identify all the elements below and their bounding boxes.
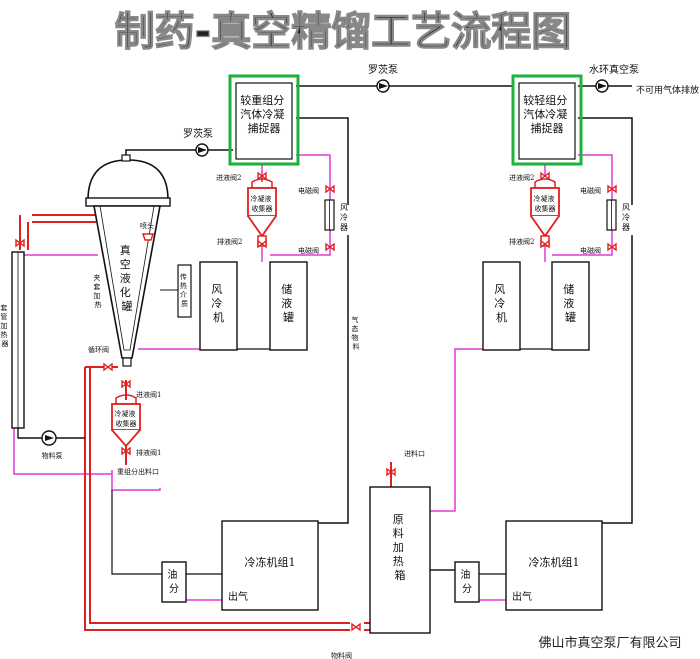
diagram-title: 制药-真空精馏工艺流程图 [115,9,572,55]
nozzle-icon [142,233,154,241]
pump-top-right-label: 水环真空泵 [589,63,639,76]
magenta-pipes [13,154,613,601]
right-condensate-collector [530,178,560,247]
roots-pump-top-icon [376,79,390,93]
pump-top-mid-label: 罗茨泵 [368,63,398,76]
exhaust-label: 不可用气体排放 [636,84,699,96]
fan-cooler-left-label: 风 冷 机 [211,283,226,324]
right-in-valve-icon [540,171,550,181]
fan-cooler-right [482,261,521,351]
heavy-condenser-label: 较重组分 汽体冷凝 捕捉器 [240,93,288,135]
nozzle-label: 喷头 [140,221,154,230]
left-solenoid-top-icon [325,184,335,194]
storage-tank-left [269,261,308,351]
material-valve-label: 物料阀 [331,651,352,659]
oil-separator-right [454,561,480,603]
heavy-condenser-box [235,82,293,160]
gas-material-label: 气 态 物 料 [351,315,360,351]
right-solenoid-top-label: 电磁阀 [580,186,601,195]
left-solenoid-bottom-label: 电磁阀 [298,246,319,255]
right-out-valve-icon [540,239,550,249]
storage-left-label: 储 液 罐 [281,282,296,324]
left-in-valve-label: 进液阀2 [216,173,241,182]
oil-sep-right-label: 油 分 [460,568,473,595]
left-out-valve-icon [257,239,267,249]
heat-medium-label: 传 热 介 质 [180,272,189,308]
heat-medium-box [177,264,192,318]
company-footer: 佛山市真空泵厂有限公司 [538,635,681,651]
left-solenoid-bottom-icon [325,242,335,252]
storage-right-label: 储 液 罐 [563,282,578,324]
feed-inlet-label: 进料口 [404,449,425,458]
bottom-collector-label: 冷凝液 收集器 [114,409,137,428]
left-collector-label: 冷凝液 收集器 [250,194,273,213]
right-air-cooler-label: 风 冷 器 [622,203,633,232]
left-in-valve-icon [257,171,267,181]
left-solenoid-top-label: 电磁阀 [298,186,319,195]
right-in-valve-label: 进液阀2 [509,173,534,182]
out-valve1-icon [121,446,131,456]
feed-inlet-valve-icon [386,467,396,477]
gas-out-left-label: 出气 [228,590,248,603]
oil-separator-left [161,561,187,603]
material-valve-icon [351,622,361,632]
left-air-cooler-label: 风 冷 器 [340,203,351,232]
chiller-right-label: 冷冻机组1 [529,555,580,569]
bottom-condensate-collector [111,394,141,448]
right-solenoid-bottom-icon [607,242,617,252]
chiller-left-label: 冷冻机组1 [245,555,296,569]
vacuum-liquefaction-tank [85,154,171,367]
light-condenser-frame [511,74,583,166]
right-collector-label: 冷凝液 收集器 [533,194,556,213]
material-pump-label: 物料泵 [42,451,63,460]
jacket-label: 夹 套 加 热 [93,273,102,309]
in-valve1-label: 进液阀1 [136,390,161,399]
chiller-left [221,520,319,611]
out-valve1-label: 排液阀1 [136,448,161,457]
in-valve1-icon [121,379,131,389]
raw-heater-label: 原 料 加 热 箱 [393,513,408,582]
chiller-right [505,520,603,611]
left-out-valve-label: 排液阀2 [217,237,242,246]
fan-cooler-left [199,261,238,351]
heavy-condenser-frame [228,74,300,166]
tank-label: 真 空 液 化 罐 [120,243,135,313]
roots-pump-left-icon [195,143,209,157]
circulation-valve-icon [103,362,113,372]
left-condensate-collector [247,176,277,247]
light-condenser-label: 较轻组分 汽体冷凝 捕捉器 [523,93,571,135]
raw-material-heater [369,486,431,634]
circulation-valve-label: 循环阀 [88,345,109,354]
right-solenoid-top-icon [607,184,617,194]
pump-left-label: 罗茨泵 [183,127,213,140]
light-condenser-box [518,82,576,160]
heater-left-label: 套 管 加 热 器 [0,303,9,348]
oil-sep-left-label: 油 分 [167,568,180,595]
heavy-outlet-label: 重组分出料口 [117,467,159,476]
gas-out-right-label: 出气 [512,590,532,603]
storage-tank-right [551,261,590,351]
black-pipes [125,85,633,524]
fan-cooler-right-label: 风 冷 机 [494,283,509,324]
right-solenoid-bottom-label: 电磁阀 [580,246,601,255]
material-pump-icon [41,430,57,446]
water-ring-pump-icon [595,79,609,93]
heater-valve-icon [15,238,25,248]
right-out-valve-label: 排液阀2 [509,237,534,246]
